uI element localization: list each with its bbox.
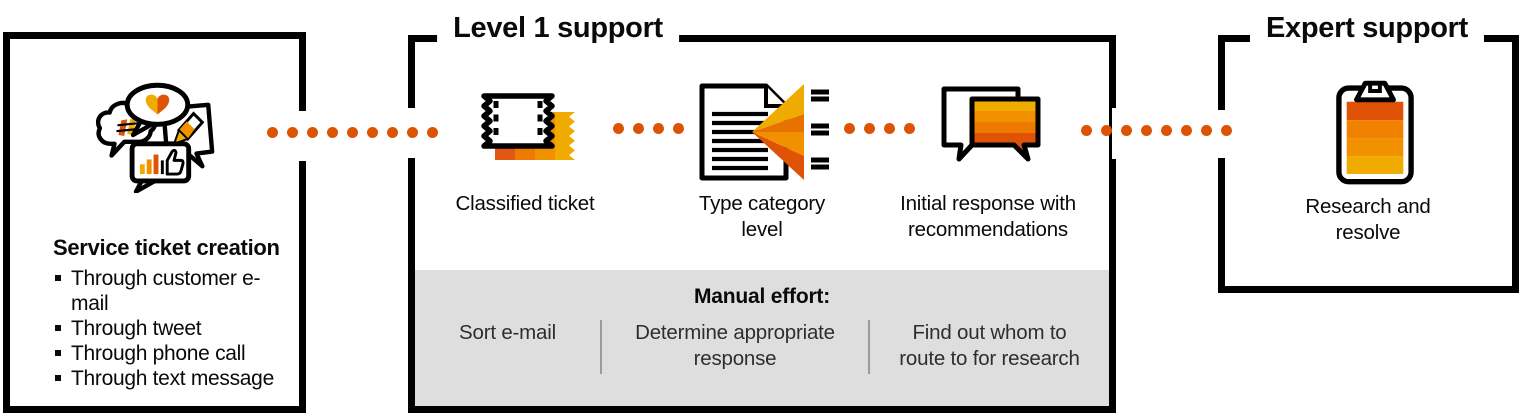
dotted-connector-creation-to-level1 <box>267 127 438 138</box>
manual-effort-item: Sort e-mail <box>459 321 556 344</box>
step-label-classified-ticket: Classified ticket <box>455 192 595 215</box>
list-item: Through text message <box>54 366 292 391</box>
border-gap <box>294 111 308 161</box>
manual-effort-title: Manual effort: <box>693 285 831 308</box>
research-clipboard-icon <box>1336 80 1414 185</box>
step-label-initial-response: Initial response with recommendations <box>900 192 1076 241</box>
dotted-connector-category-to-response <box>844 123 915 134</box>
stage-title-level1-support: Level 1 support <box>437 11 679 45</box>
initial-response-icon <box>941 86 1041 162</box>
border-gap <box>1112 108 1126 159</box>
vertical-divider <box>868 320 870 374</box>
service-ticket-creation-box: Service ticket creation Through customer… <box>3 32 306 413</box>
stage-title-service-ticket-creation: Service ticket creation <box>53 235 280 260</box>
chat-bubbles-cluster-icon <box>95 82 215 193</box>
manual-effort-item: Determine appropriate response <box>635 321 835 370</box>
list-item: Through tweet <box>54 316 292 341</box>
manual-effort-item: Find out whom to route to for research <box>899 321 1080 370</box>
creation-channel-list: Through customer e-mail Through tweet Th… <box>54 266 292 391</box>
stage-title-expert-support: Expert support <box>1249 11 1485 45</box>
step-label-research-and-resolve: Research and resolve <box>1305 195 1431 244</box>
dotted-connector-level1-to-expert <box>1081 125 1232 136</box>
classified-ticket-icon <box>481 93 575 160</box>
dotted-connector-ticket-to-category <box>613 123 684 134</box>
manual-effort-items: Sort e-mail Determine appropriate respon… <box>415 320 1109 374</box>
list-item: Through phone call <box>54 341 292 366</box>
step-label-type-category-level: Type category level <box>698 192 826 241</box>
manual-effort-panel: Manual effort: Sort e-mail Determine app… <box>415 270 1109 406</box>
type-category-icon <box>699 83 829 181</box>
list-item: Through customer e-mail <box>54 266 292 316</box>
vertical-divider <box>600 320 602 374</box>
